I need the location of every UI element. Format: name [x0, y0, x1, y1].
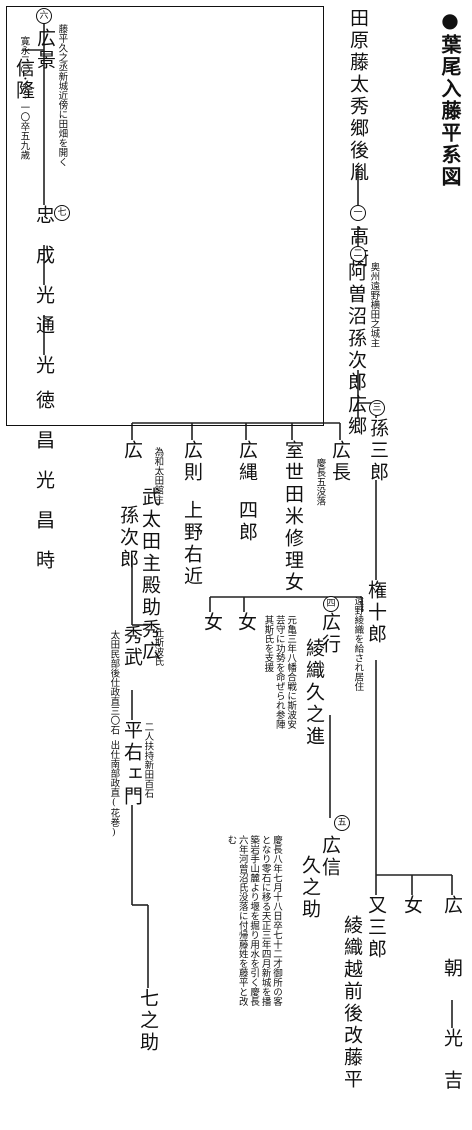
person-toki: 時 [33, 550, 55, 572]
person-matasaburo: 又三郎 [365, 895, 387, 961]
person-magojiro: 孫次郎 [117, 505, 139, 571]
person-heiemon: 平右ェ門 [121, 720, 143, 808]
generation-2-marker: 二 [350, 246, 366, 262]
person-tada: 忠 [33, 205, 55, 227]
person-mitsu-2: 光 [33, 355, 55, 377]
person-hironobu: 広信 [319, 835, 341, 879]
note-keicho-fall: 慶長五没落 [314, 458, 326, 506]
person-hironawa: 広縄 [236, 440, 258, 484]
person-murosedo-daughter: 室世田米修理女 [282, 440, 304, 594]
person-ayaori-kyunoshin: 綾織久之進 [303, 638, 325, 748]
generation-6-marker: 六 [36, 8, 52, 24]
person-hiro-right: 広 [441, 895, 463, 917]
person-magosaburo: 孫三郎 [367, 418, 389, 484]
note-keicho-shizukuishi: 慶長八年七月十八日卒七十二才御所の客となり零石に移る天正三年四月新城を播築岩手山… [225, 835, 282, 1006]
generation-1-marker: 一 [350, 205, 366, 221]
root-ancestor: 田原藤太秀郷後胤 [347, 8, 369, 184]
person-mitsu-right: 光 [441, 1028, 463, 1050]
note-shinden-hyakkoku: 二人扶持新田百石 [142, 722, 154, 798]
person-hidetake: 秀武 [121, 625, 143, 669]
person-hironori: 広則 [181, 440, 203, 484]
person-ayaori-echizen: 綾織越前後改藤平 [341, 915, 363, 1091]
person-sei: 成 [33, 245, 55, 267]
person-hidehiro: 武太田主殿助秀広 [139, 487, 161, 663]
person-daughter-2: 女 [201, 612, 223, 634]
generation-5-marker: 五 [334, 815, 350, 831]
person-masa-2: 昌 [33, 510, 55, 532]
person-kozuke-ukon: 上野右近 [181, 500, 203, 588]
person-michi: 通 [33, 315, 55, 337]
generation-7-marker: 七 [54, 205, 70, 221]
generation-3-marker: 三 [369, 400, 385, 416]
note-ota-minbu: 太田民部後仕政直三〇石 [108, 630, 120, 735]
person-shiro: 四郎 [236, 500, 258, 544]
person-mitsu-1: 光 [33, 285, 55, 307]
person-hiro-left: 広 [121, 440, 143, 462]
note-ota-castle: 為和太田館主 [152, 447, 164, 504]
person-kyunosuke: 久之助 [299, 855, 321, 921]
person-hirosato: 阿曽沼孫次郎広郷 [345, 262, 367, 438]
person-mitsu-3: 光 [33, 470, 55, 492]
note-shiba-service: 仕斯波氏 [152, 628, 164, 666]
person-gonjuro: 権十郎 [365, 580, 387, 646]
person-shichinosuke: 七之助 [137, 988, 159, 1054]
person-nobutaka: 信隆 [13, 58, 35, 102]
person-hironaga: 広長 [329, 440, 351, 484]
note-hanamaki: 出仕南部政直(花巻) [108, 740, 120, 838]
note-shinjo-fields: 藤平久之丞新城近傍に田畑を開く [56, 24, 68, 167]
note-kanei-death: 寛永二〇・六・一〇卒五九歳 [18, 36, 30, 160]
note-tono-castle: 奥州遠野横田之城主 [368, 262, 380, 348]
person-kichi: 吉 [441, 1070, 463, 1092]
person-hiroyuki: 広行 [319, 612, 341, 656]
note-ayaori-residence: 遠野綾織を給され居住 [352, 596, 364, 691]
person-daughter-1: 女 [235, 612, 257, 634]
person-toku: 徳 [33, 390, 55, 412]
note-genki-battle: 元亀三年八幡合戦に斯波安芸守に功勢を命ぜられ参陣其斯氏を支援 [262, 615, 297, 729]
person-masa-1: 昌 [33, 430, 55, 452]
chart-title: ●葉尾入藤平系図 [438, 8, 462, 188]
generation-4-marker: 四 [323, 596, 339, 612]
person-daughter-3: 女 [401, 895, 423, 917]
person-hirokage: 広景 [34, 28, 56, 72]
separate-lineage-box [6, 6, 324, 426]
person-tomo: 朝 [441, 958, 463, 980]
